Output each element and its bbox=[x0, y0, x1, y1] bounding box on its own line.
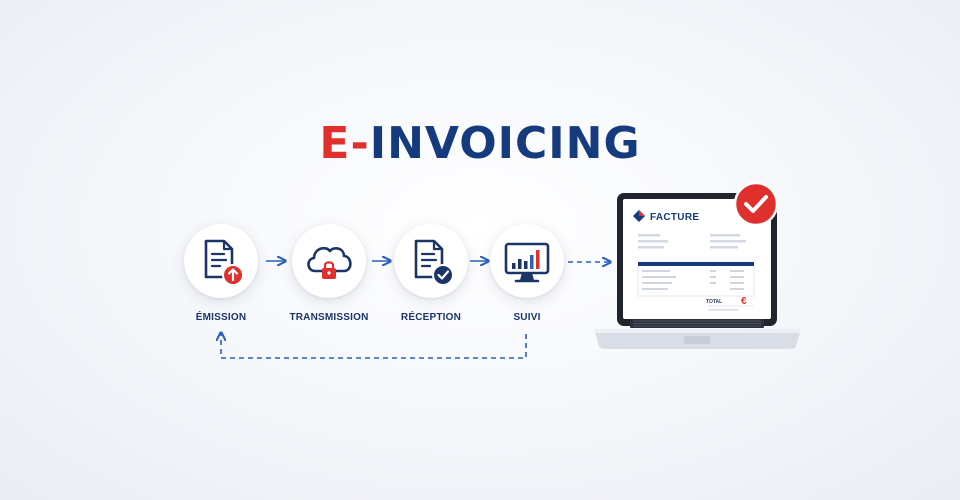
step-label-reception: RÉCEPTION bbox=[400, 312, 462, 323]
step-label-suivi: SUIVI bbox=[513, 312, 541, 323]
monitor-chart-icon bbox=[504, 242, 550, 283]
invoice-total-label: TOTAL bbox=[706, 299, 723, 305]
document-check-icon bbox=[414, 239, 454, 286]
step-suivi bbox=[490, 224, 564, 298]
step-label-emission: ÉMISSION bbox=[195, 312, 247, 323]
brand-diamond-icon bbox=[633, 210, 645, 222]
step-transmission bbox=[292, 224, 366, 298]
invoice-currency: € bbox=[741, 296, 747, 307]
document-upload-icon bbox=[204, 239, 244, 286]
loop-back-arrow bbox=[221, 333, 527, 359]
step-reception bbox=[394, 224, 468, 298]
page-title: E-INVOICING bbox=[0, 118, 960, 169]
laptop-illustration bbox=[594, 193, 801, 349]
title-prefix: E- bbox=[319, 118, 370, 169]
cloud-lock-icon bbox=[307, 246, 352, 279]
invoice-title: FACTURE bbox=[650, 212, 700, 223]
title-main: INVOICING bbox=[369, 118, 641, 169]
step-emission bbox=[184, 224, 258, 298]
step-label-transmission: TRANSMISSION bbox=[289, 312, 369, 323]
verified-check-icon bbox=[733, 181, 779, 227]
